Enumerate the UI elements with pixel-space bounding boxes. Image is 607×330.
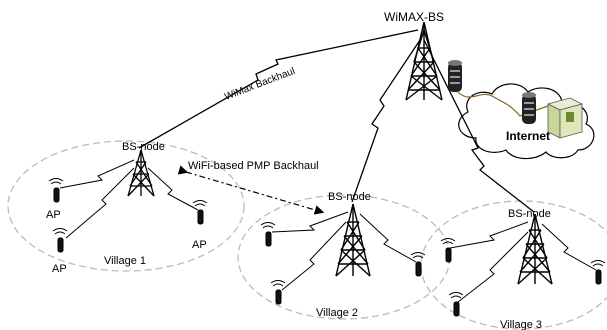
wifi-backhaul-label: WiFi-based PMP Backhaul	[188, 160, 319, 172]
village-1-label: Village 1	[104, 255, 146, 267]
ap-links	[59, 159, 597, 303]
bs-node-3-label: BS-node	[508, 208, 551, 220]
ap-icon	[448, 292, 464, 317]
internet-server-icon	[522, 92, 536, 124]
wimax-link-bsnode3	[423, 39, 535, 213]
village-3-boundary	[420, 200, 607, 330]
server-icon	[448, 60, 462, 92]
village-3-label: Village 3	[500, 319, 542, 330]
ap-icon	[260, 222, 276, 247]
internet-label: Internet	[506, 129, 550, 143]
bs-node-1-label: BS-node	[122, 141, 165, 153]
wimax-bs-label: WiMAX-BS	[384, 10, 444, 24]
wimax-link-bsnode2	[351, 39, 421, 203]
ap-antennas	[48, 178, 606, 317]
internet-host-icon	[546, 97, 584, 139]
ap-icon	[270, 280, 286, 305]
internet-cable	[457, 91, 549, 117]
ap-icon	[410, 252, 426, 277]
ap-icon	[590, 260, 606, 285]
ap-3-label: AP	[192, 239, 207, 251]
wifi-backhaul-arrow	[177, 165, 325, 215]
ap-icon	[52, 228, 68, 253]
ap-icon	[192, 200, 208, 225]
bs-node-2-label: BS-node	[328, 191, 371, 203]
ap-2-label: AP	[52, 263, 67, 275]
wimax-backhaul-label: WiMax Backhaul	[223, 66, 296, 103]
village-2-label: Village 2	[316, 307, 358, 319]
wimax-link-bsnode1	[138, 29, 419, 149]
bs-node-1-tower	[127, 149, 155, 197]
bs-node-2-tower	[335, 203, 371, 277]
ap-1-label: AP	[46, 209, 61, 221]
ap-icon	[48, 178, 64, 203]
bs-node-3-tower	[517, 213, 553, 285]
ap-icon	[440, 238, 456, 263]
wimax-bs-tower	[405, 21, 443, 101]
